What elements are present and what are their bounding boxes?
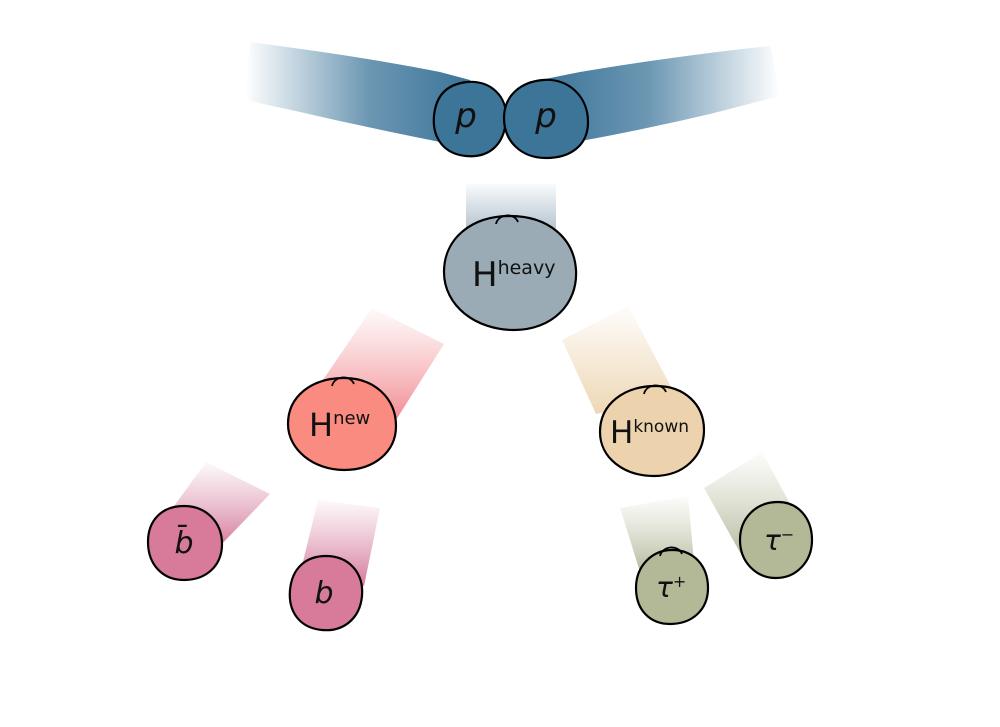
h-known-symbol: H [610, 415, 633, 451]
proton-right-label: p [534, 96, 557, 136]
h-new-node: Hnew [286, 376, 398, 472]
h-known-superscript: known [633, 417, 689, 437]
b-bar-node: b̄ [146, 504, 224, 582]
b-label: b [314, 576, 333, 611]
proton-right-node: p [502, 78, 590, 160]
tau-minus-symbol: τ [764, 524, 781, 557]
beam-right [540, 46, 780, 148]
b-node: b [288, 554, 364, 632]
tau-plus-node: τ+ [634, 546, 710, 626]
tau-minus-label: τ− [764, 524, 794, 557]
h-heavy-node: Hheavy [442, 214, 578, 332]
h-heavy-label: Hheavy [472, 255, 555, 295]
b-bar-label: b̄ [174, 525, 193, 561]
h-new-symbol: H [309, 406, 333, 444]
h-new-label: Hnew [309, 406, 370, 444]
tau-plus-label: τ+ [656, 571, 686, 604]
tau-plus-symbol: τ [656, 571, 673, 604]
tau-plus-superscript: + [673, 572, 686, 591]
beam-left [245, 42, 470, 148]
h-heavy-superscript: heavy [498, 257, 556, 279]
h-known-label: Hknown [610, 415, 689, 451]
proton-left-node: p [432, 80, 508, 158]
tau-minus-node: τ− [738, 500, 814, 580]
h-new-superscript: new [333, 408, 370, 429]
h-heavy-symbol: H [472, 255, 498, 295]
tau-minus-superscript: − [781, 525, 794, 544]
h-known-node: Hknown [598, 384, 706, 478]
proton-left-label: p [454, 96, 477, 136]
